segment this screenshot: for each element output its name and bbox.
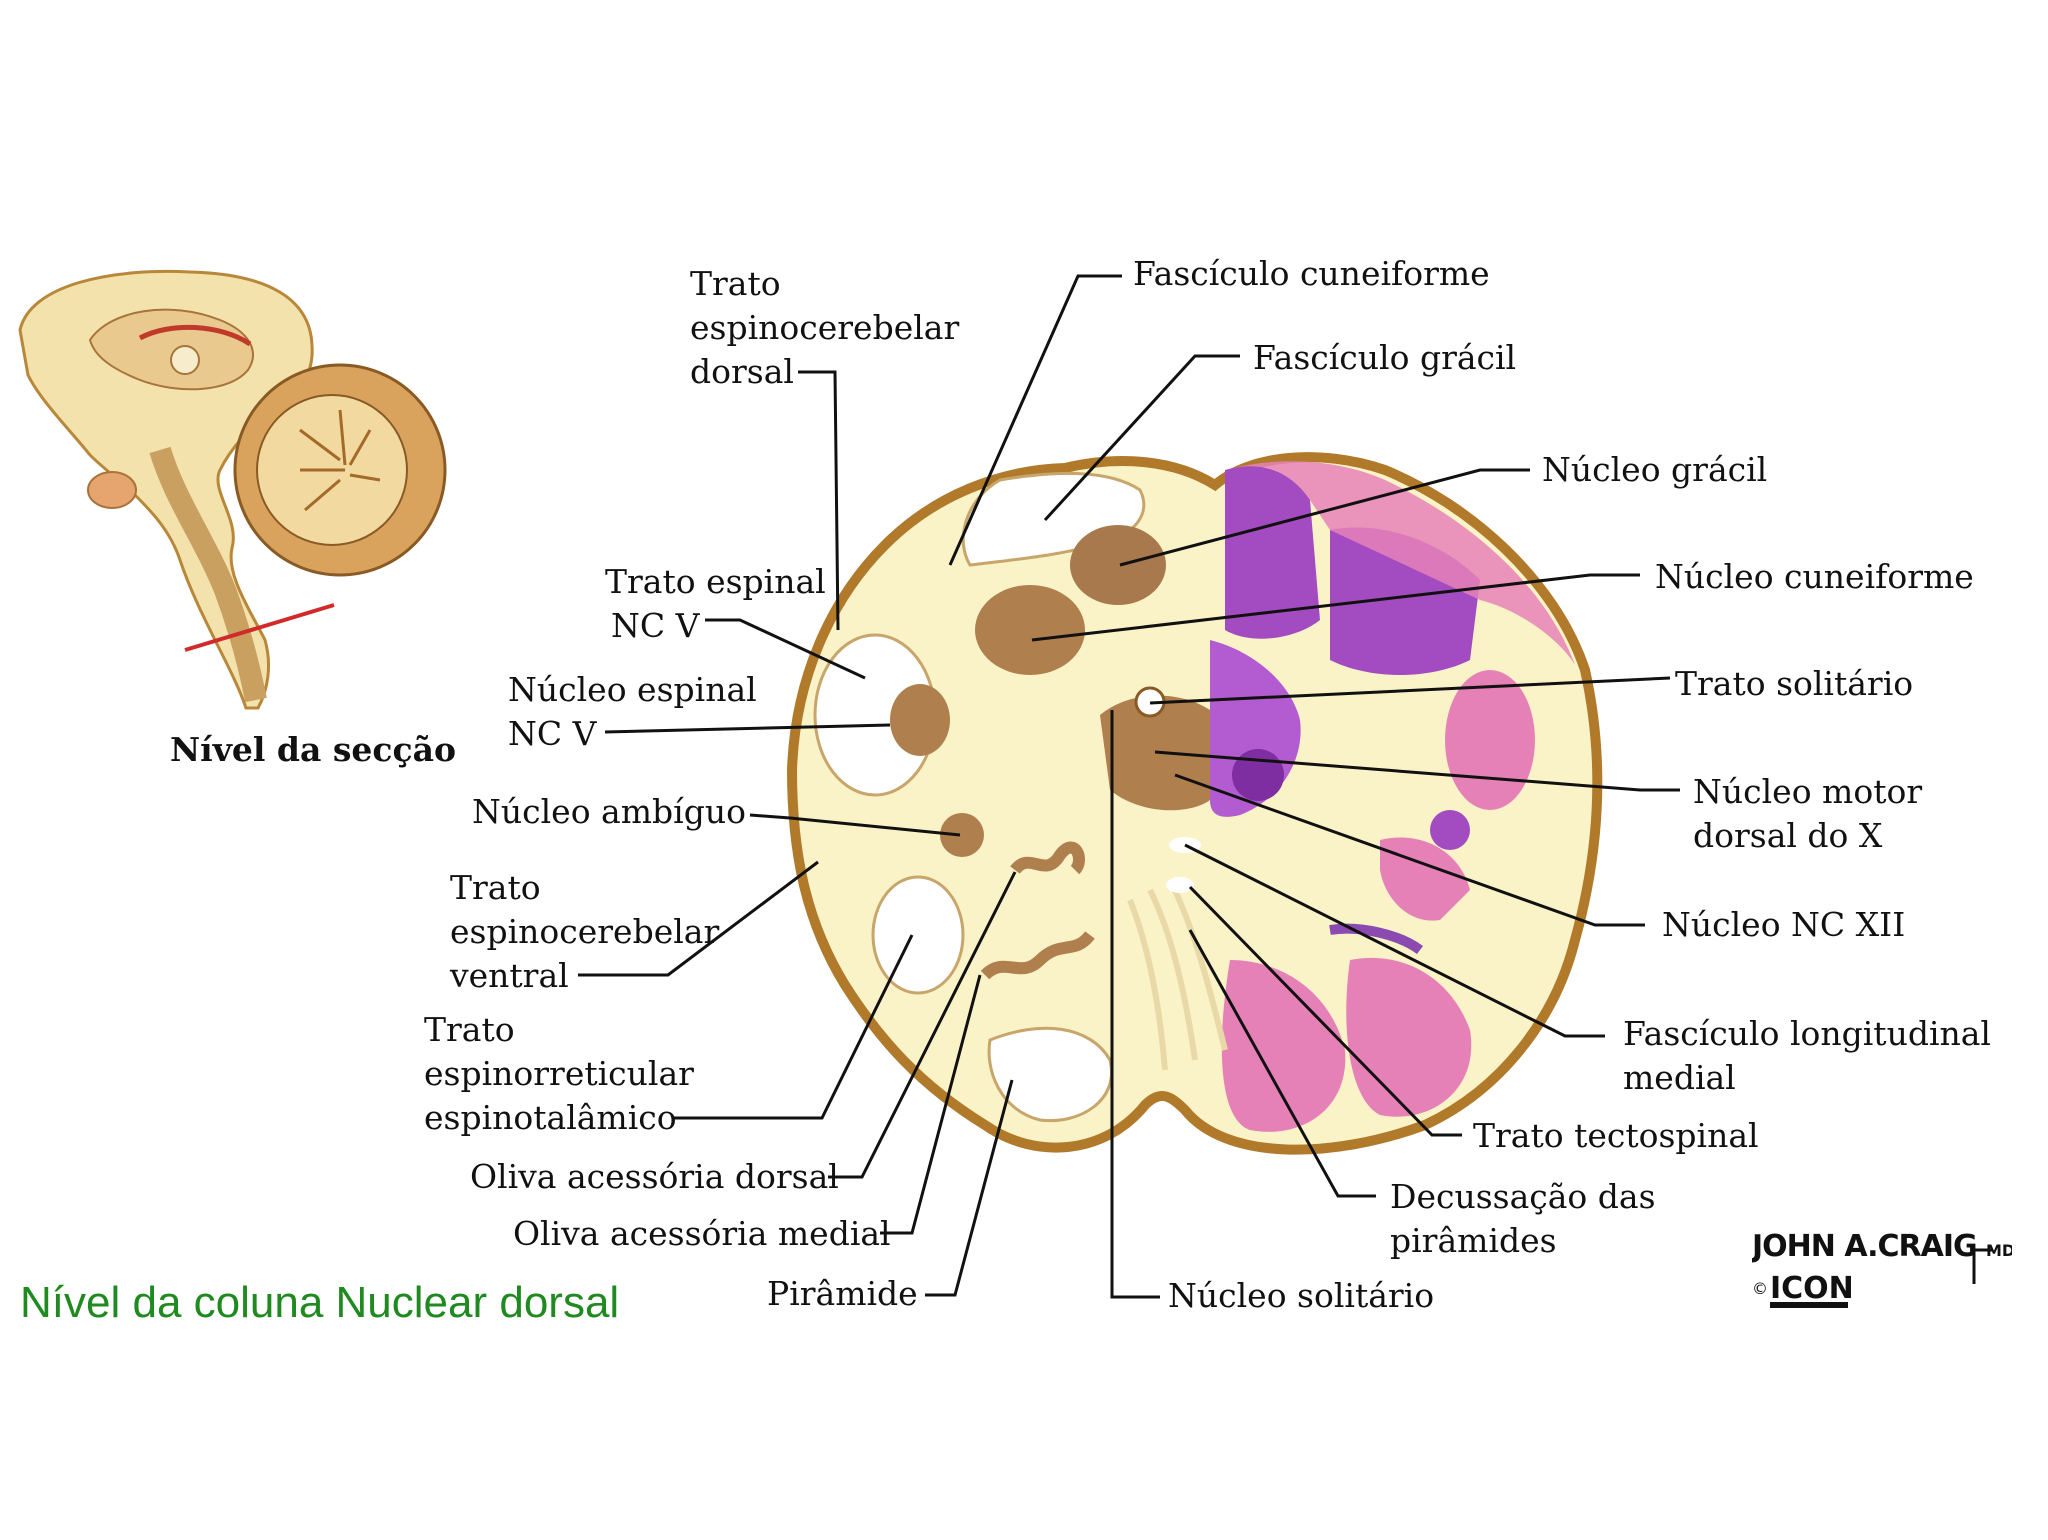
pink-lateral-area xyxy=(1445,670,1535,810)
label-line: ventral xyxy=(450,956,569,995)
label-nucleo-solitario: Núcleo solitário xyxy=(1168,1276,1435,1315)
label-line: Núcleo motor xyxy=(1693,772,1923,811)
label-line: espinocerebelar xyxy=(450,912,720,951)
leader-nucleo-ambiguo xyxy=(749,813,961,837)
section-level-label: Nível da secção xyxy=(170,730,456,769)
sagittal-brain-inset xyxy=(18,269,447,710)
spinoreticular-white xyxy=(871,875,965,995)
label-line: NC V xyxy=(611,606,700,645)
purple-lateral-line xyxy=(1329,923,1423,955)
label-fasciculo-longitudinal-medial: Fascículo longitudinal medial xyxy=(1623,1012,1991,1100)
leader-nucleo-espinal-nc-v xyxy=(604,723,891,734)
leader-trato-espinal-nc-v xyxy=(705,618,866,680)
fasciculus-gracilis-shape xyxy=(975,585,1085,675)
leader-piramide xyxy=(925,1079,1014,1297)
label-nucleo-ambiguo: Núcleo ambíguo xyxy=(472,792,746,831)
midbrain-circle xyxy=(170,345,200,375)
leader-fasciculo-cuneiforme xyxy=(948,274,1122,566)
nucleus-gracilis-shape xyxy=(1225,466,1320,639)
leader-fasciculo-gracil xyxy=(1043,354,1240,522)
label-line: Trato xyxy=(450,868,541,907)
label-line: espinotalâmico xyxy=(424,1098,677,1137)
dorsal-accessory-olive-shape xyxy=(1010,841,1085,875)
spinal-nucleus-cn-v-shape xyxy=(890,684,950,756)
label-line: Decussação das xyxy=(1390,1177,1656,1216)
corpus-callosum-line xyxy=(138,324,252,347)
label-oliva-acessoria-dorsal: Oliva acessória dorsal xyxy=(470,1157,839,1196)
leader-oliva-acessoria-dorsal xyxy=(828,871,1017,1179)
label-line: espinocerebelar xyxy=(690,308,960,347)
leader-oliva-acessoria-medial xyxy=(880,974,982,1235)
section-level-line xyxy=(184,603,335,652)
leader-nucleo-gracil xyxy=(1119,468,1530,567)
label-nucleo-nc-xii: Núcleo NC XII xyxy=(1662,905,1906,944)
label-line: Trato xyxy=(424,1010,515,1049)
label-decussacao-piramides: Decussação das pirâmides xyxy=(1390,1175,1656,1263)
figure-caption: Nível da coluna Nuclear dorsal xyxy=(20,1278,620,1327)
leader-trato-espinorreticular xyxy=(672,934,914,1120)
label-nucleo-motor-dorsal-x: Núcleo motor dorsal do X xyxy=(1693,770,1922,858)
label-fasciculo-cuneiforme: Fascículo cuneiforme xyxy=(1133,254,1490,293)
label-fasciculo-gracil: Fascículo grácil xyxy=(1253,338,1517,377)
nucleus-cn-xii-shape xyxy=(1232,749,1284,801)
leader-trato-tectospinal xyxy=(1188,885,1462,1137)
medulla-cross-section xyxy=(786,452,1603,1155)
leader-nucleo-motor-dorsal-x xyxy=(1154,750,1680,792)
label-line: Trato espinal xyxy=(605,562,826,601)
publisher-logo-bar xyxy=(1770,1302,1848,1308)
label-line: NC V xyxy=(508,714,597,753)
label-line: medial xyxy=(1623,1058,1736,1097)
label-line: dorsal do X xyxy=(1693,816,1883,855)
label-trato-espinal-nc-v: Trato espinal NC V xyxy=(605,560,826,648)
leader-lines xyxy=(578,274,1680,1299)
leader-nucleo-cuneiforme xyxy=(1031,573,1640,642)
medial-accessory-olive-shape xyxy=(980,931,1095,980)
pink-middle-area xyxy=(1380,837,1470,921)
leader-decussacao-piramides xyxy=(1188,929,1376,1198)
copyright-mark: © xyxy=(1752,1279,1768,1298)
label-trato-espinorreticular: Trato espinorreticular espinotalâmico xyxy=(424,1008,694,1140)
leader-nucleo-nc-xii xyxy=(1174,773,1645,927)
label-piramide: Pirâmide xyxy=(767,1274,918,1313)
artist-signature-logo: JOHN A.CRAIG MD © ICON xyxy=(1752,1229,2012,1308)
label-line: pirâmides xyxy=(1390,1221,1557,1260)
fasciculus-cuneiformis-shape xyxy=(1070,525,1166,605)
leader-trato-espinocerebelar-ventral xyxy=(578,860,819,977)
label-nucleo-gracil: Núcleo grácil xyxy=(1542,450,1768,489)
pink-ventral-area-1 xyxy=(1221,960,1346,1132)
leader-fasciculo-longitudinal-medial xyxy=(1184,843,1605,1038)
signature-name: JOHN A.CRAIG xyxy=(1752,1229,1977,1264)
nucleus-ambiguus-shape xyxy=(940,813,984,857)
label-line: espinorreticular xyxy=(424,1054,694,1093)
label-trato-espinocerebelar-ventral: Trato espinocerebelar ventral xyxy=(450,866,719,998)
label-nucleo-cuneiforme: Núcleo cuneiforme xyxy=(1655,557,1974,596)
brainstem xyxy=(149,446,267,703)
pyramid-white xyxy=(987,1026,1113,1123)
label-trato-tectospinal: Trato tectospinal xyxy=(1473,1116,1759,1155)
leader-trato-espinocerebelar-dorsal xyxy=(798,370,840,631)
label-nucleo-espinal-nc-v: Núcleo espinal NC V xyxy=(508,668,757,756)
pyramidal-decussation-fibres xyxy=(1127,878,1228,1071)
label-line: Fascículo longitudinal xyxy=(1623,1014,1991,1053)
label-line: dorsal xyxy=(690,352,794,391)
label-line: Trato xyxy=(690,264,781,303)
leader-nucleo-solitario xyxy=(1110,710,1160,1299)
pituitary xyxy=(87,471,137,509)
pink-ventral-area-2 xyxy=(1346,957,1472,1117)
label-oliva-acessoria-medial: Oliva acessória medial xyxy=(513,1214,891,1253)
leader-trato-solitario xyxy=(1149,676,1671,705)
publisher-logo: ICON xyxy=(1770,1271,1854,1306)
signature-suffix: MD xyxy=(1986,1241,2012,1260)
pink-dorsal-area xyxy=(1225,461,1575,665)
purple-small-nucleus xyxy=(1430,810,1470,850)
arbor-vitae xyxy=(299,409,381,512)
tectospinal-white xyxy=(1166,877,1194,893)
label-trato-solitario: Trato solitário xyxy=(1675,664,1914,703)
label-trato-espinocerebelar-dorsal: Trato espinocerebelar dorsal xyxy=(690,262,959,394)
label-line: Núcleo espinal xyxy=(508,670,757,709)
